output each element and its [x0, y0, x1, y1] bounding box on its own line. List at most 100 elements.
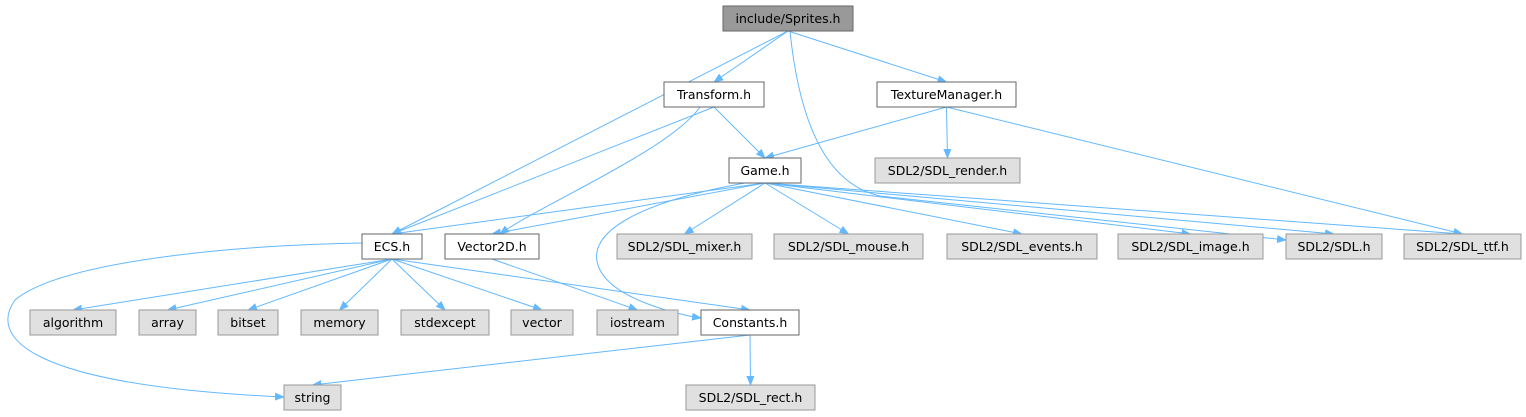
node-box-algorithm	[29, 309, 117, 336]
node-label-sdl_image: SDL2/SDL_image.h	[1131, 239, 1249, 254]
node-array: array	[138, 309, 197, 336]
edge-ecs-to-array	[166, 258, 393, 312]
edge-constants-to-sdl_rect	[746, 334, 755, 386]
node-label-sdl_mouse: SDL2/SDL_mouse.h	[788, 239, 909, 254]
node-box-sdl_rect	[685, 384, 816, 411]
edge-game-to-sdl_mouse	[764, 182, 850, 235]
node-vector2d[interactable]: Vector2D.h	[444, 233, 540, 260]
node-label-sdl_render: SDL2/SDL_render.h	[888, 163, 1007, 178]
edge-texturemanager-to-game	[764, 106, 947, 160]
node-memory: memory	[300, 309, 379, 336]
edge-constants-to-string	[311, 334, 751, 388]
node-sdl_image: SDL2/SDL_image.h	[1117, 233, 1264, 260]
edge-game-to-sdl_mixer	[683, 182, 766, 235]
node-label-sdl: SDL2/SDL.h	[1297, 239, 1370, 254]
edge-ecs-to-vector	[391, 258, 543, 311]
node-box-iostream	[596, 309, 679, 336]
node-label-memory: memory	[313, 315, 366, 330]
node-box-texturemanager	[876, 81, 1017, 108]
node-label-bitset: bitset	[230, 315, 266, 330]
node-transform[interactable]: Transform.h	[663, 81, 765, 108]
node-stdexcept: stdexcept	[400, 309, 490, 336]
edge-game-to-sdl_ttf	[764, 182, 1464, 238]
node-box-vector	[510, 309, 574, 336]
edge-transform-to-vector2d	[499, 106, 701, 235]
node-box-string	[283, 384, 342, 411]
edge-transform-to-ecs	[391, 106, 715, 235]
node-label-string: string	[295, 390, 331, 405]
node-box-bitset	[217, 309, 279, 336]
edge-ecs-to-algorithm	[72, 258, 393, 313]
node-ecs[interactable]: ECS.h	[361, 233, 423, 260]
node-box-constants	[700, 309, 800, 336]
edge-ecs-to-bitset	[247, 258, 393, 311]
edge-sprites-to-transform	[713, 30, 789, 83]
node-box-sprites	[722, 5, 854, 32]
node-algorithm: algorithm	[29, 309, 117, 336]
node-label-sdl_mixer: SDL2/SDL_mixer.h	[628, 239, 742, 254]
node-box-game	[728, 157, 802, 184]
edge-sprites-to-ecs	[391, 30, 789, 235]
edge-texturemanager-to-sdl_render	[943, 106, 952, 159]
node-game[interactable]: Game.h	[728, 157, 802, 184]
node-sdl_render: SDL2/SDL_render.h	[874, 157, 1021, 184]
node-label-algorithm: algorithm	[43, 315, 103, 330]
node-box-ecs	[361, 233, 423, 260]
edge-sprites-to-sdl	[789, 30, 1287, 244]
edge-texturemanager-to-sdl_ttf	[946, 106, 1464, 236]
node-label-constants: Constants.h	[713, 315, 788, 330]
node-box-stdexcept	[400, 309, 490, 336]
node-string: string	[283, 384, 342, 411]
edges-layer	[7, 30, 1464, 401]
node-constants[interactable]: Constants.h	[700, 309, 800, 336]
node-label-sdl_rect: SDL2/SDL_rect.h	[699, 390, 803, 405]
node-label-array: array	[151, 315, 184, 330]
node-box-sdl_image	[1117, 233, 1264, 260]
node-texturemanager[interactable]: TextureManager.h	[876, 81, 1017, 108]
edge-game-to-sdl_events	[764, 182, 1023, 237]
node-label-transform: Transform.h	[676, 87, 751, 102]
edge-ecs-to-stdexcept	[391, 258, 446, 311]
node-label-texturemanager: TextureManager.h	[890, 87, 1002, 102]
node-iostream: iostream	[596, 309, 679, 336]
node-label-iostream: iostream	[610, 315, 665, 330]
node-box-transform	[663, 81, 765, 108]
node-box-sdl	[1285, 233, 1383, 260]
edge-vector2d-to-iostream	[491, 258, 639, 311]
node-sdl: SDL2/SDL.h	[1285, 233, 1383, 260]
node-label-game: Game.h	[740, 163, 789, 178]
node-label-vector: vector	[522, 315, 563, 330]
node-label-stdexcept: stdexcept	[414, 315, 475, 330]
node-label-sdl_ttf: SDL2/SDL_ttf.h	[1416, 239, 1509, 254]
edge-transform-to-game	[713, 106, 766, 159]
edge-ecs-to-string	[7, 242, 363, 401]
node-sdl_events: SDL2/SDL_events.h	[946, 233, 1098, 260]
node-box-sdl_mouse	[773, 233, 924, 260]
node-label-ecs: ECS.h	[374, 239, 410, 254]
node-box-sdl_render	[874, 157, 1021, 184]
node-label-sprites: include/Sprites.h	[736, 11, 841, 26]
node-sdl_mouse: SDL2/SDL_mouse.h	[773, 233, 924, 260]
node-box-memory	[300, 309, 379, 336]
node-sdl_rect: SDL2/SDL_rect.h	[685, 384, 816, 411]
node-box-sdl_ttf	[1403, 233, 1522, 260]
node-vector: vector	[510, 309, 574, 336]
edge-ecs-to-constants	[391, 258, 751, 313]
node-sdl_ttf: SDL2/SDL_ttf.h	[1403, 233, 1522, 260]
node-box-sdl_events	[946, 233, 1098, 260]
edge-game-to-sdl_image	[764, 182, 1192, 237]
edge-game-to-vector2d	[491, 182, 766, 237]
node-sprites[interactable]: include/Sprites.h	[722, 5, 854, 32]
node-box-vector2d	[444, 233, 540, 260]
node-bitset: bitset	[217, 309, 279, 336]
edge-game-to-sdl	[764, 182, 1335, 238]
edge-ecs-to-memory	[338, 258, 393, 311]
node-label-sdl_events: SDL2/SDL_events.h	[961, 239, 1082, 254]
edge-sprites-to-texturemanager	[787, 30, 948, 84]
node-box-array	[138, 309, 197, 336]
node-label-vector2d: Vector2D.h	[457, 239, 526, 254]
node-box-sdl_mixer	[616, 233, 753, 260]
node-sdl_mixer: SDL2/SDL_mixer.h	[616, 233, 753, 260]
